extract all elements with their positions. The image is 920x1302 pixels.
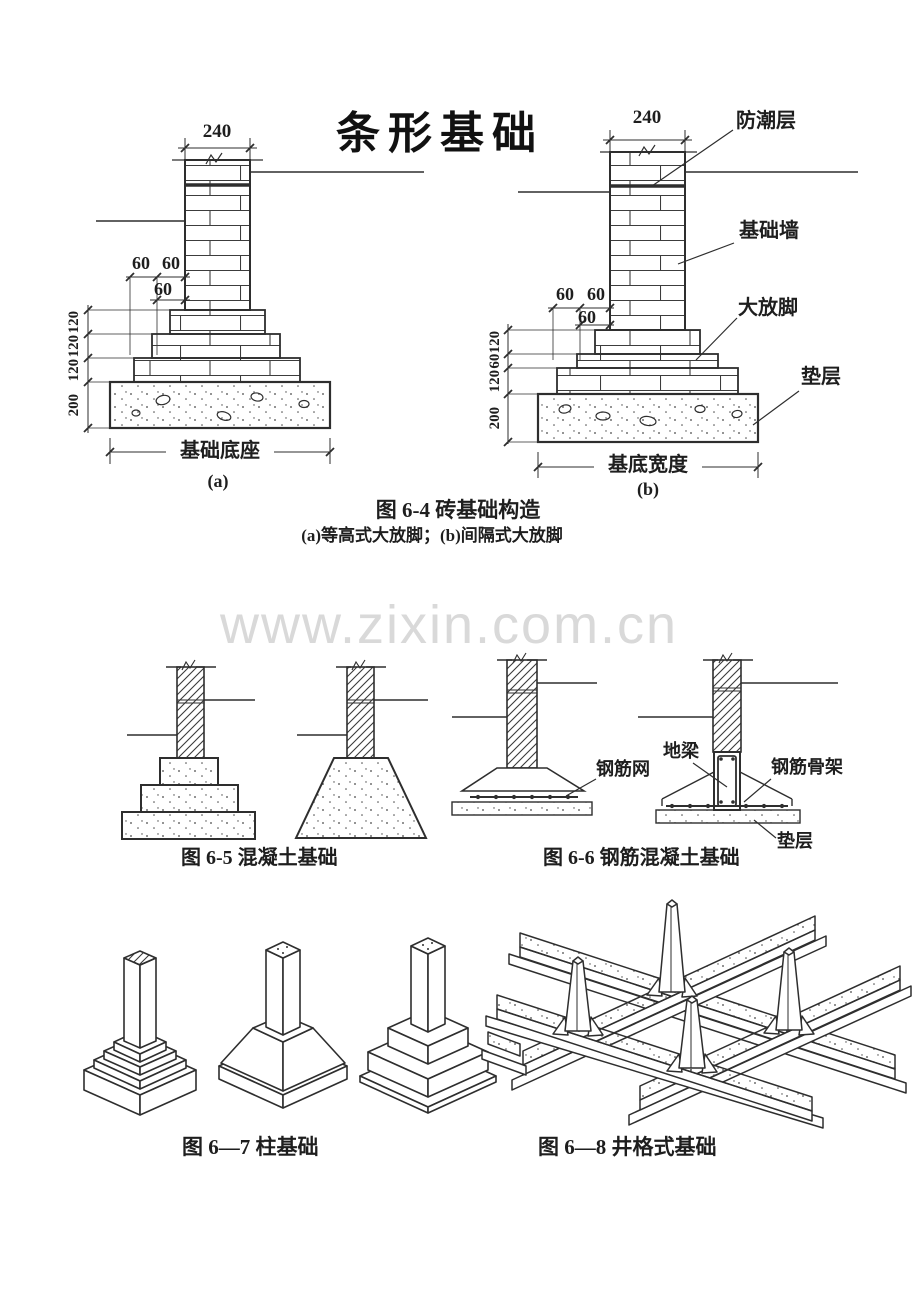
cushion-pad [451,801,593,816]
column-footing-tiered [359,937,497,1114]
fig-6-4-caption: 图 6-4 砖基础构造 [375,498,541,522]
label-base-width: 基底宽度 [594,454,702,477]
fig-6-4-subcaption: (a)等高式大放脚；(b)间隔式大放脚 [301,526,563,545]
label-rebar-frame: 钢筋骨架 [771,757,843,777]
column-pylon [646,899,698,998]
leader-lines-b [651,129,800,426]
fig-6-4b-art [503,129,858,478]
fig-6-6-caption: 图 6-6 钢筋混凝土基础 [543,847,740,869]
label-cushion-b: 垫层 [801,366,841,388]
column-footing-pyramid [218,941,348,1109]
label-foundation-base: 基础底座 [166,440,274,463]
fig-6-6-art [451,652,838,839]
wall-hatched [176,666,205,759]
page-title: 条形基础 [336,109,544,158]
watermark: www.zixin.com.cn [220,595,679,655]
rebar-dots [669,803,785,809]
stepped-footing-a [133,309,301,383]
stepped-concrete [121,757,256,840]
dim-200-a: 200 [65,393,82,417]
label-ground-beam: 地梁 [663,741,699,761]
column-pylon [552,956,604,1037]
tag-a: (a) [207,471,229,491]
brick-wall-a [184,159,251,311]
label-stepped-footing: 大放脚 [738,297,798,319]
dim-60-a2: 60 [162,253,180,273]
dim-60-a3: 60 [154,279,172,299]
dim-200-b: 200 [486,406,503,430]
concrete-pad-a [108,380,332,430]
label-rebar-mesh: 钢筋网 [596,759,650,779]
fig-6-8-caption: 图 6—8 井格式基础 [538,1135,717,1159]
fig-6-5-caption: 图 6-5 混凝土基础 [181,847,338,869]
ground-lines-b [518,171,858,193]
brick-wall-b [609,151,686,331]
footing-wings [661,771,793,806]
stepped-footing-b [556,329,739,395]
fig-6-5-art [121,659,428,840]
wall-hatched [506,659,538,769]
fig-6-7-caption: 图 6—7 柱基础 [182,1135,319,1159]
beam-fragment [481,1031,527,1076]
stones-a [131,392,310,421]
label-cushion-66: 垫层 [777,831,813,851]
leader-lines [692,762,777,839]
label-dampproof: 防潮层 [736,110,796,132]
fig-6-4a-art [83,138,424,464]
label-foundation-wall: 基础墙 [739,220,799,242]
strip-beam [485,994,824,1129]
dim-120-b2: 120 [486,369,503,393]
dim-240-a: 240 [202,121,232,142]
dim-60-b3: 60 [578,307,596,327]
stones-b [558,404,743,427]
cushion-pad [655,809,801,824]
break-symbol [205,152,223,165]
concrete-pad-b [536,392,760,444]
fig-6-8-art [481,899,912,1129]
dim-60-a1: 60 [132,253,150,273]
dim-60-b2: 60 [587,284,605,304]
break-symbol [638,144,656,157]
dim-240-b: 240 [632,107,662,128]
dim-120-a3: 120 [65,358,82,382]
tag-b: (b) [637,479,659,499]
column-pylon [763,947,815,1036]
wall-hatched [712,659,742,753]
trapezoid-concrete [294,757,428,839]
wall-hatched [346,666,375,759]
leader-rebar-mesh [565,778,597,797]
column-pylon [666,995,718,1074]
ground-lines-a [96,171,424,222]
column-footing-stepped [83,950,197,1116]
footing-trapezoid [459,767,587,792]
fig-6-7-art [83,937,497,1116]
dim-60-b1: 60 [556,284,574,304]
